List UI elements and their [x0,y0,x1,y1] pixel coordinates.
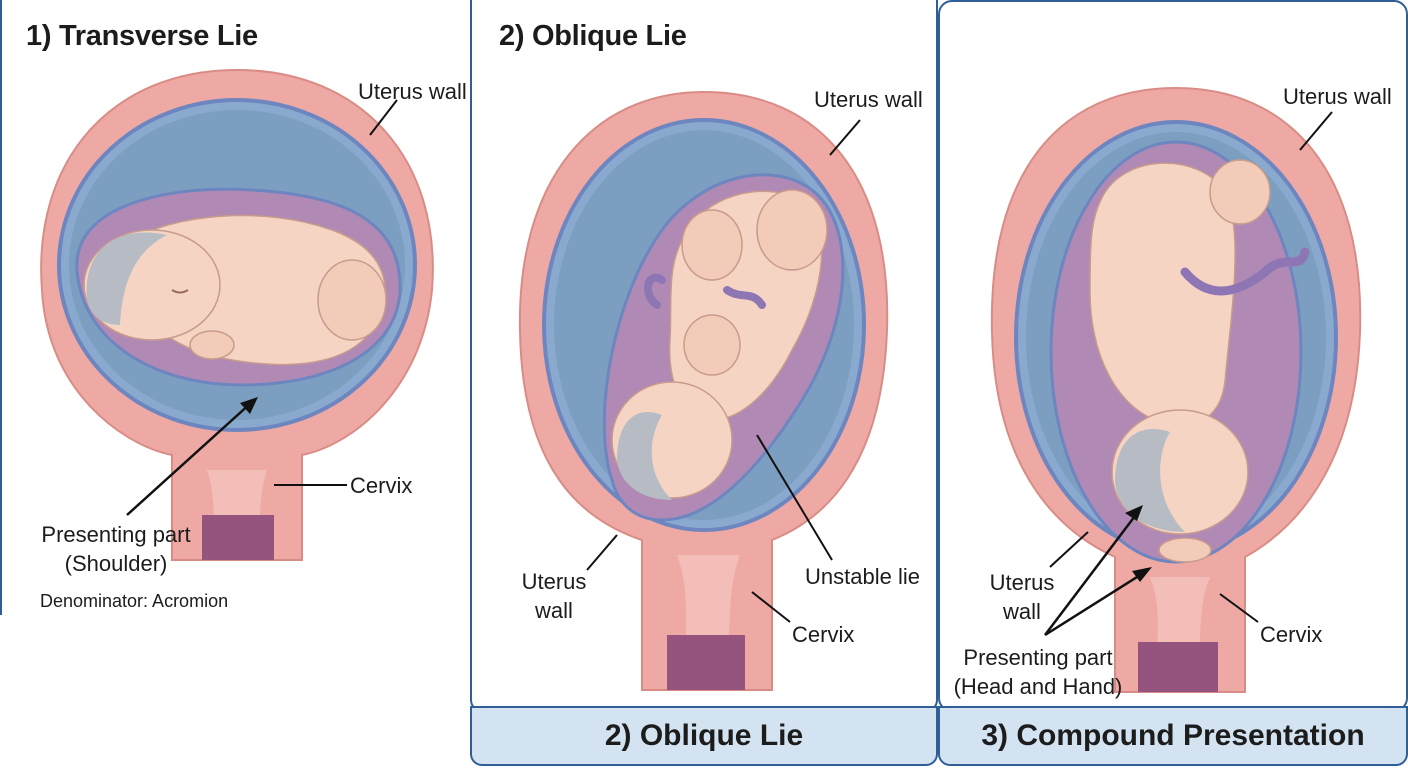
fetus-hair [617,412,672,500]
cervix-leader [1219,593,1259,623]
uterus-wall-left-label-2: wall [1003,599,1041,624]
fetus-knee [317,259,387,341]
presenting-head-arrow-head [1125,505,1143,521]
fetus-hair [1115,429,1185,532]
presenting-arrow-head [240,397,258,414]
presenting-hand-arrow-head [1132,567,1152,582]
fetus-leg [681,209,743,281]
vaginal-canal [1138,642,1218,692]
denominator-label: Denominator: Acromion [40,591,229,611]
panel-1-title: 1) Transverse Lie [26,20,258,52]
vaginal-canal [202,515,274,560]
cervix-leader [751,591,791,623]
fetus-hair [86,232,167,325]
footer-oblique-lie: 2) Oblique Lie [470,706,938,766]
cervix-shape [677,555,740,650]
vaginal-canal [667,635,745,690]
uterus-wall-left-leader [586,534,618,571]
oblique-lie-illustration [518,90,889,691]
panel-compound-presentation: Uterus wall Uterus wall Cervix Presentin… [938,0,1408,712]
uterus-wall-leader [369,99,398,136]
uterus-wall-label: Uterus wall [358,79,467,104]
uterus-wall-left-leader [1049,531,1089,568]
compound-presentation-illustration [990,86,1362,693]
uterus-wall-leader [829,119,861,156]
cervix-label: Cervix [792,622,855,647]
fetus-hand [1158,537,1212,563]
panel-2-title: 2) Oblique Lie [499,20,687,52]
uterus-wall-left-label-2: wall [535,598,573,623]
fetus-eye [171,289,189,294]
cervix-label: Cervix [1260,622,1323,647]
uterus-wall-left-label: Uterus [521,569,587,594]
unstable-lie-label: Unstable lie [805,564,920,589]
cervix-label: Cervix [350,473,413,498]
umbilical-cord [644,273,766,309]
panel-oblique-lie: 2) Oblique Lie Uterus wall Uterus wall U… [470,0,938,712]
uterus-wall-top-label: Uterus wall [1283,84,1392,109]
presenting-arrow [126,401,253,516]
uterus-wall-left-label: Uterus [989,570,1055,595]
fetus-hand [683,314,741,376]
presenting-hand-arrow [1044,570,1146,637]
presenting-head-arrow [1044,511,1139,636]
footer-compound-presentation: 3) Compound Presentation [938,706,1408,766]
presenting-part-sub: (Shoulder) [64,551,168,576]
fetus-knee [1209,159,1271,225]
panel-transverse-lie: 1) Transverse Lie Uterus wall Cervix Pre… [0,0,470,615]
fetus-knee [756,189,828,271]
uterus-wall-leader [1299,111,1333,151]
umbilical-cord [1180,247,1310,296]
presenting-part-sub: (Head and Hand) [953,674,1123,699]
cervix-shape [1150,577,1210,657]
uterus-wall-top-label: Uterus wall [814,87,923,112]
fetus-body [1089,162,1236,427]
fetus-hand [189,330,235,360]
presenting-part-label: Presenting part [963,645,1113,670]
unstable-lie-leader [756,434,833,561]
transverse-lie-illustration [40,68,434,561]
presenting-part-label: Presenting part [41,522,191,547]
